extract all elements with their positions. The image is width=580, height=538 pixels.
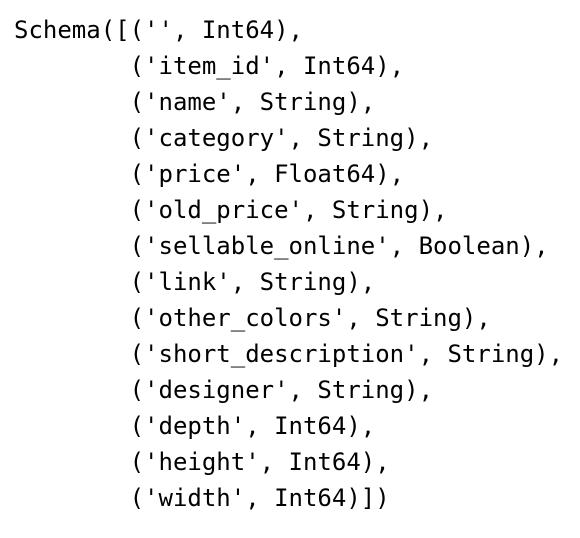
schema-line: ('width', Int64)])	[14, 484, 390, 512]
schema-line: Schema([('', Int64),	[14, 16, 303, 44]
schema-line: ('category', String),	[14, 124, 434, 152]
schema-line: ('other_colors', String),	[14, 304, 491, 332]
schema-line: ('name', String),	[14, 88, 376, 116]
schema-line: ('price', Float64),	[14, 160, 405, 188]
schema-line: ('item_id', Int64),	[14, 52, 405, 80]
schema-output: Schema([('', Int64), ('item_id', Int64),…	[14, 12, 563, 516]
schema-line: ('old_price', String),	[14, 196, 448, 224]
schema-line: ('sellable_online', Boolean),	[14, 232, 549, 260]
schema-line: ('depth', Int64),	[14, 412, 376, 440]
schema-line: ('link', String),	[14, 268, 376, 296]
schema-line: ('designer', String),	[14, 376, 434, 404]
schema-line: ('height', Int64),	[14, 448, 390, 476]
schema-line: ('short_description', String),	[14, 340, 564, 368]
